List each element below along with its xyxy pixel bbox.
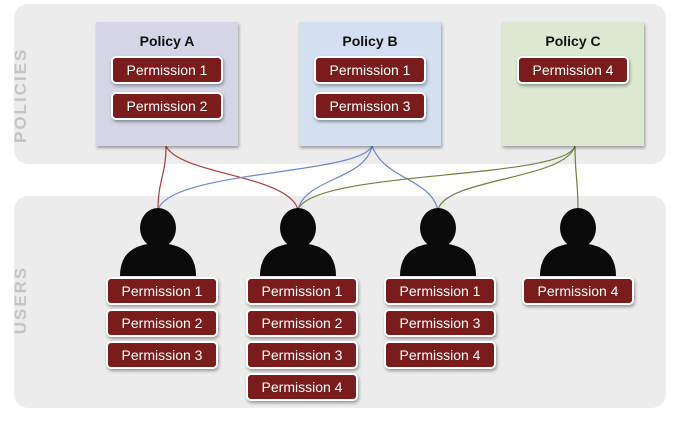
user-3-icon bbox=[400, 208, 476, 276]
policy-a-permission: Permission 1 bbox=[111, 56, 223, 84]
link-policy-a-user-1 bbox=[157, 145, 167, 211]
user-1-permission: Permission 3 bbox=[106, 341, 218, 369]
link-policy-b-user-2 bbox=[297, 145, 373, 211]
policy-a-permission: Permission 2 bbox=[111, 92, 223, 120]
link-policy-c-user-4 bbox=[574, 145, 579, 211]
link-policy-c-user-2 bbox=[297, 145, 576, 211]
user-3-permission: Permission 1 bbox=[384, 277, 496, 305]
policy-b-box: Policy B Permission 1 Permission 3 bbox=[299, 22, 441, 146]
link-policy-a-user-2 bbox=[165, 145, 299, 211]
user-4-icon bbox=[540, 208, 616, 276]
user-1-icon bbox=[120, 208, 196, 276]
user-1-permission: Permission 2 bbox=[106, 309, 218, 337]
policy-c-box: Policy C Permission 4 bbox=[502, 22, 644, 146]
user-2-permission: Permission 1 bbox=[246, 277, 358, 305]
policy-b-permission: Permission 1 bbox=[314, 56, 426, 84]
user-2-permission: Permission 2 bbox=[246, 309, 358, 337]
link-policy-b-user-1 bbox=[157, 145, 373, 211]
policy-b-title: Policy B bbox=[342, 33, 398, 49]
policy-a-title: Policy A bbox=[139, 33, 195, 49]
user-2-permission: Permission 3 bbox=[246, 341, 358, 369]
link-policy-c-user-3 bbox=[437, 145, 576, 211]
user-4-permission: Permission 4 bbox=[522, 277, 634, 305]
link-policy-b-user-3 bbox=[371, 145, 439, 211]
policy-c-permission: Permission 4 bbox=[517, 56, 629, 84]
user-2-icon bbox=[260, 208, 336, 276]
policy-a-box: Policy A Permission 1 Permission 2 bbox=[96, 22, 238, 146]
user-3-permission: Permission 4 bbox=[384, 341, 496, 369]
user-3-permission: Permission 3 bbox=[384, 309, 496, 337]
user-2-permission: Permission 4 bbox=[246, 373, 358, 401]
user-1-permission: Permission 1 bbox=[106, 277, 218, 305]
policy-b-permission: Permission 3 bbox=[314, 92, 426, 120]
policy-c-title: Policy C bbox=[545, 33, 601, 49]
